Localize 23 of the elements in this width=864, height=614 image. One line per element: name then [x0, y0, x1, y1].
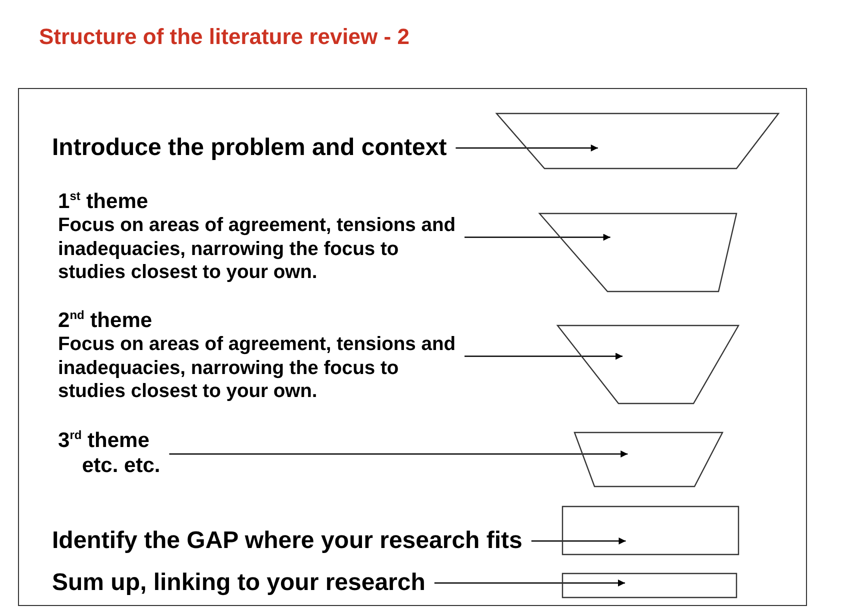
theme-heading: 2$^{nd}$ theme — [58, 309, 154, 333]
arrow — [464, 352, 623, 360]
theme-description: etc. etc. — [81, 453, 162, 479]
theme-description: Focus on areas of agreement, tensions and inadequacies, narrowing the focus to studies closest to your own. — [58, 333, 457, 404]
funnel-trapezoid — [557, 325, 739, 404]
step-text: Sum up, linking to your research — [52, 569, 426, 597]
arrow — [531, 538, 626, 544]
arrow — [456, 144, 598, 152]
theme-description: Focus on areas of agreement, tensions and inadequacies, narrowing the focus to studies closest to your own. — [58, 214, 457, 284]
diagram-title: Structure of the literature review - 2 — [39, 24, 410, 50]
arrow — [169, 450, 628, 458]
arrow — [464, 234, 610, 241]
frame-border — [18, 88, 807, 606]
funnel-trapezoid — [539, 213, 737, 292]
box-outline — [562, 573, 737, 598]
step-text: Identify the GAP where your research fits — [52, 527, 522, 555]
arrow — [434, 580, 625, 586]
theme-heading: 3$^{rd}$ theme — [58, 429, 150, 453]
funnel-trapezoid — [496, 113, 779, 169]
theme-heading: 1$^{st}$ theme — [58, 190, 150, 214]
funnel-trapezoid — [574, 432, 723, 487]
step-text: Introduce the problem and context — [52, 134, 447, 162]
box-outline — [562, 506, 739, 555]
